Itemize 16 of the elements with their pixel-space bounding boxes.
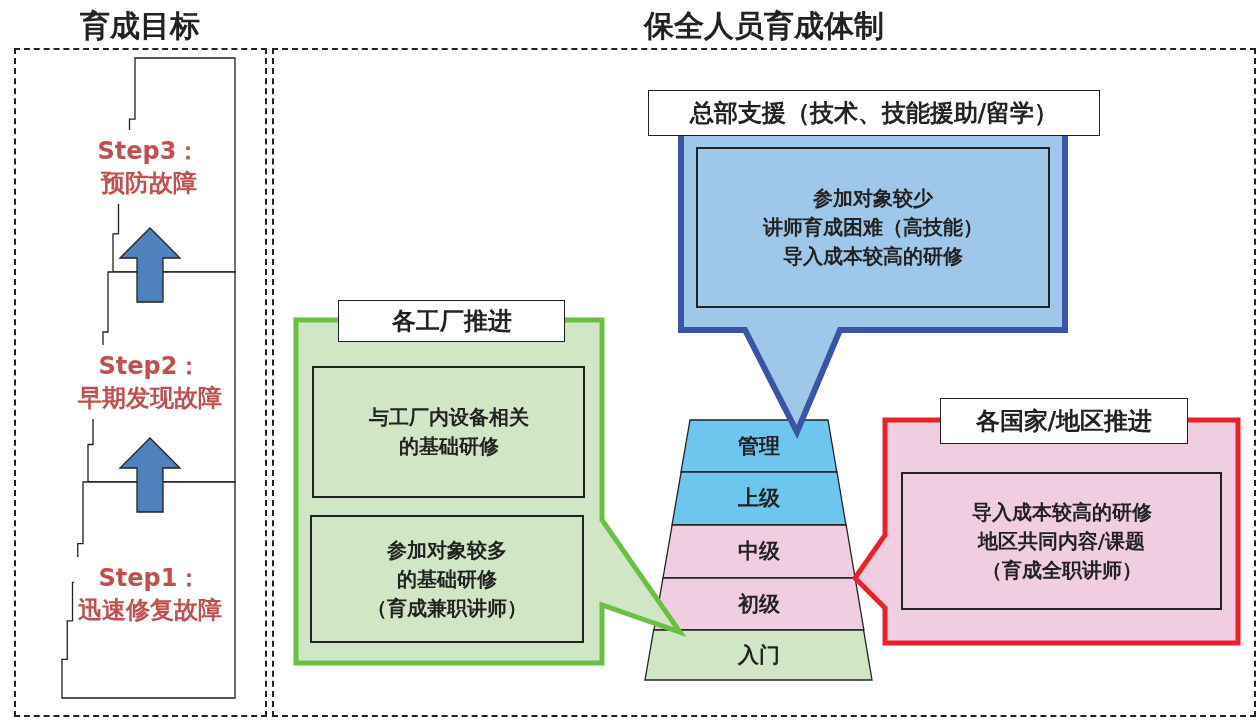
- block-arrow: [118, 437, 182, 513]
- text-box: 参加对象较多的基础研修（育成兼职讲师）: [310, 515, 584, 643]
- bubble-heading: 总部支援（技术、技能援助/留学）: [648, 90, 1100, 136]
- level-label: 初级: [736, 590, 781, 618]
- level-label: 管理: [736, 432, 781, 460]
- text-box: 参加对象较少讲师育成困难（高技能）导入成本较高的研修: [696, 147, 1050, 308]
- level-label: 入门: [736, 641, 781, 669]
- text-box: 导入成本较高的研修地区共同内容/课题（育成全职讲师）: [901, 472, 1222, 610]
- bubble-heading: 各工厂推进: [338, 300, 565, 342]
- level-label: 中级: [736, 538, 781, 566]
- block-arrow: [118, 227, 182, 303]
- level-label: 上级: [736, 485, 781, 513]
- text-box: 与工厂内设备相关的基础研修: [312, 366, 585, 498]
- bubble-heading: 各国家/地区推进: [940, 398, 1188, 444]
- panel-heading: 育成目标: [79, 7, 201, 46]
- panel-heading: 保全人员育成体制: [642, 7, 885, 46]
